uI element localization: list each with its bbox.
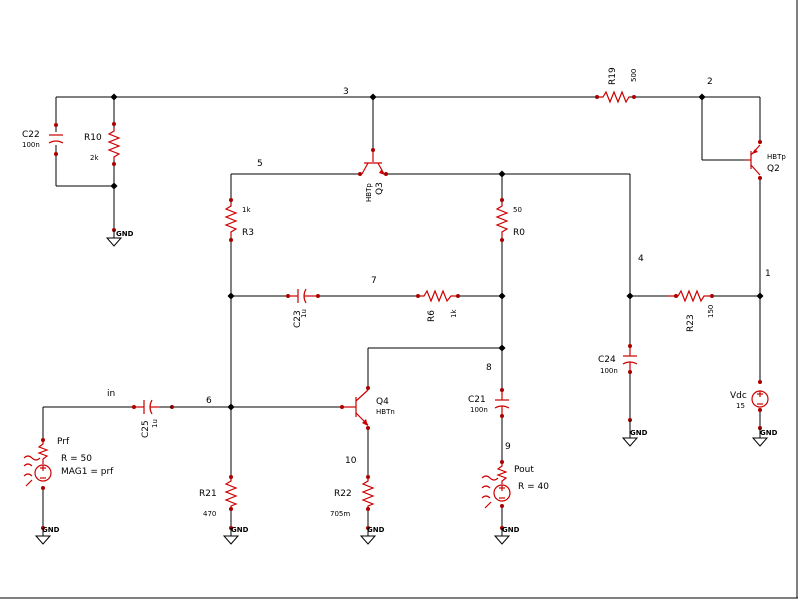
q2-model: HBTp [767, 153, 786, 161]
node-label-9: 9 [505, 442, 511, 452]
gnd-label: GND [760, 429, 778, 437]
ground-pout: GND [493, 526, 520, 545]
node-label-5: 5 [257, 159, 263, 169]
capacitor-c25[interactable]: C25 1u [132, 399, 174, 438]
resistor-r21[interactable]: R21 470 [199, 475, 238, 518]
prf-param1: R = 50 [61, 454, 92, 464]
r19-value: 500 [630, 69, 638, 82]
r0-name: R0 [513, 228, 525, 238]
c22-value: 100n [22, 141, 40, 149]
c23-value: 1u [300, 309, 308, 318]
gnd-label: GND [367, 526, 385, 534]
capacitor-c23[interactable]: C23 1u [286, 288, 320, 328]
ground-r21: GND [222, 526, 249, 545]
capacitor-c22[interactable]: C22 100n [22, 123, 64, 156]
q4-name: Q4 [376, 397, 389, 407]
ground-prf: GND [34, 526, 60, 545]
r3-value: 1k [242, 206, 251, 214]
resistor-r22[interactable]: R22 705m [330, 475, 375, 518]
dc-source-vdc[interactable]: Vdc 15 [730, 380, 769, 412]
gnd-label: GND [116, 230, 134, 238]
node-label-in: in [107, 389, 115, 399]
r0-value: 50 [513, 206, 522, 214]
r21-value: 470 [203, 510, 216, 518]
r23-name: R23 [686, 314, 696, 332]
wires [42, 96, 761, 528]
capacitor-c24[interactable]: C24 100n [598, 344, 638, 375]
q2-name: Q2 [767, 164, 780, 174]
node-label-7: 7 [371, 276, 377, 286]
c22-name: C22 [22, 130, 40, 140]
c21-value: 100n [470, 406, 488, 414]
r6-value: 1k [450, 309, 458, 318]
r10-name: R10 [84, 133, 102, 143]
resistor-r0[interactable]: 50 R0 [495, 198, 525, 242]
ground-vdc: GND [751, 426, 778, 447]
resistor-r3[interactable]: 1k R3 [224, 198, 254, 242]
q3-model: HBTp [365, 183, 373, 202]
ground-r22: GND [359, 526, 385, 545]
transistor-q2[interactable]: HBTp Q2 [745, 140, 786, 180]
node-label-6: 6 [206, 396, 212, 406]
r3-name: R3 [242, 228, 254, 238]
transistor-q3[interactable]: HBTp Q3 [358, 148, 388, 202]
r19-name: R19 [608, 67, 618, 85]
c24-value: 100n [600, 367, 618, 375]
resistor-r19[interactable]: R19 500 [595, 67, 638, 104]
prf-name: Prf [57, 437, 70, 447]
c25-name: C25 [141, 420, 151, 438]
node-label-4: 4 [638, 254, 644, 264]
c24-name: C24 [598, 355, 616, 365]
node-label-1: 1 [765, 269, 771, 279]
ground-c24: GND [621, 418, 648, 447]
r6-name: R6 [427, 310, 437, 322]
gnd-label: GND [231, 526, 249, 534]
ground-r10: GND [105, 228, 134, 247]
resistor-r6[interactable]: R6 1k [416, 289, 460, 322]
r23-value: 150 [707, 305, 715, 318]
node-label-10: 10 [345, 456, 357, 466]
q4-model: HBTn [376, 408, 395, 416]
resistor-r10[interactable]: R10 2k [84, 122, 121, 166]
c23-name: C23 [293, 310, 303, 328]
gnd-label: GND [502, 526, 520, 534]
c21-name: C21 [468, 395, 486, 405]
q3-name: Q3 [375, 182, 385, 195]
gnd-label: GND [42, 526, 60, 534]
capacitor-c21[interactable]: C21 100n [468, 388, 510, 418]
pout-param1: R = 40 [518, 482, 549, 492]
r22-name: R22 [334, 489, 352, 499]
junctions [110, 93, 764, 411]
node-label-2: 2 [707, 77, 713, 87]
r21-name: R21 [199, 489, 217, 499]
port-prf[interactable]: Prf R = 50 MAG1 = prf [23, 437, 114, 490]
vdc-name: Vdc [730, 391, 747, 401]
node-label-8: 8 [486, 363, 492, 373]
r22-value: 705m [330, 510, 350, 518]
vdc-value: 15 [736, 402, 745, 410]
node-label-3: 3 [343, 87, 349, 97]
resistor-r23[interactable]: R23 150 [668, 289, 715, 332]
prf-param2: MAG1 = prf [61, 467, 114, 477]
transistor-q4[interactable]: Q4 HBTn [340, 386, 395, 430]
r10-value: 2k [90, 154, 99, 162]
pout-name: Pout [514, 465, 534, 475]
c25-value: 1u [151, 419, 159, 428]
gnd-label: GND [630, 429, 648, 437]
port-pout[interactable]: Pout R = 40 [481, 460, 549, 509]
